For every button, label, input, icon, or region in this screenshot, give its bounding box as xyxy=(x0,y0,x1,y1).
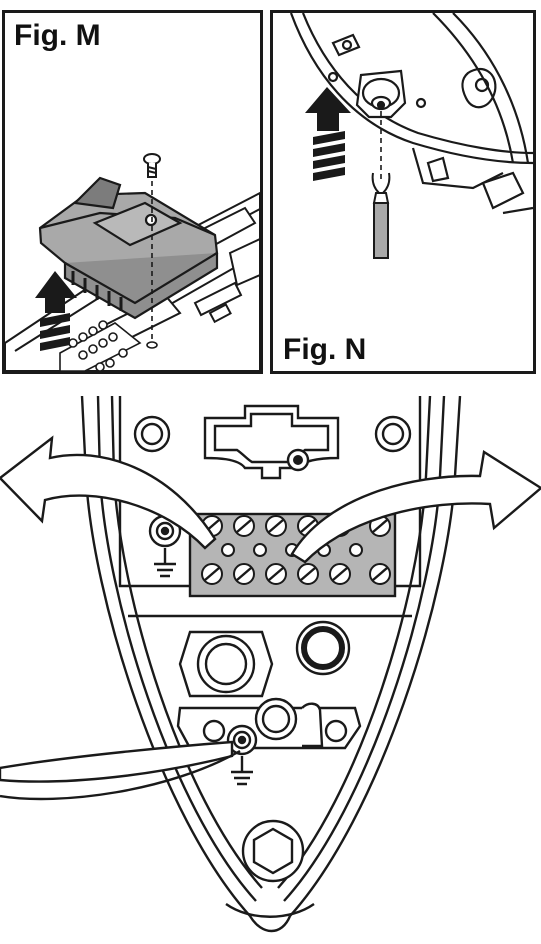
screw xyxy=(143,153,161,178)
terminal-housing xyxy=(80,396,462,933)
cable-gland xyxy=(355,69,407,119)
mounting-bracket xyxy=(203,404,340,480)
figure-n-label: Fig. N xyxy=(283,333,367,366)
figure-n-drawing xyxy=(289,13,533,259)
cable-gland-large xyxy=(178,630,274,698)
figure-m-drawing xyxy=(5,153,260,371)
lift-up-arrow-icon xyxy=(35,271,77,351)
earth-terminal-lower xyxy=(226,724,258,756)
figure-m-label: Fig. M xyxy=(14,19,101,52)
terminal-strip xyxy=(59,320,142,371)
mounting-holes xyxy=(133,415,412,453)
terminal-block-diagram xyxy=(0,396,541,933)
curved-arrow-left-icon xyxy=(0,435,217,550)
cable-gland-small xyxy=(176,697,362,750)
motor-housing xyxy=(289,13,533,215)
lift-up-arrow-icon xyxy=(305,87,351,181)
hex-screw xyxy=(241,819,305,883)
ground-symbol-icon xyxy=(154,548,176,578)
screw-hole xyxy=(146,341,158,349)
ground-symbol-icon xyxy=(231,756,253,786)
curved-arrow-lower-icon xyxy=(0,740,241,801)
figure-m-panel: Fig. M xyxy=(2,10,263,374)
earth-terminal-upper xyxy=(148,514,182,548)
curved-arrow-right-icon xyxy=(290,450,541,564)
cable-gland-plug xyxy=(295,620,351,676)
figure-n-panel: Fig. N xyxy=(270,10,536,374)
cable xyxy=(371,172,391,259)
cover-part xyxy=(38,176,219,320)
